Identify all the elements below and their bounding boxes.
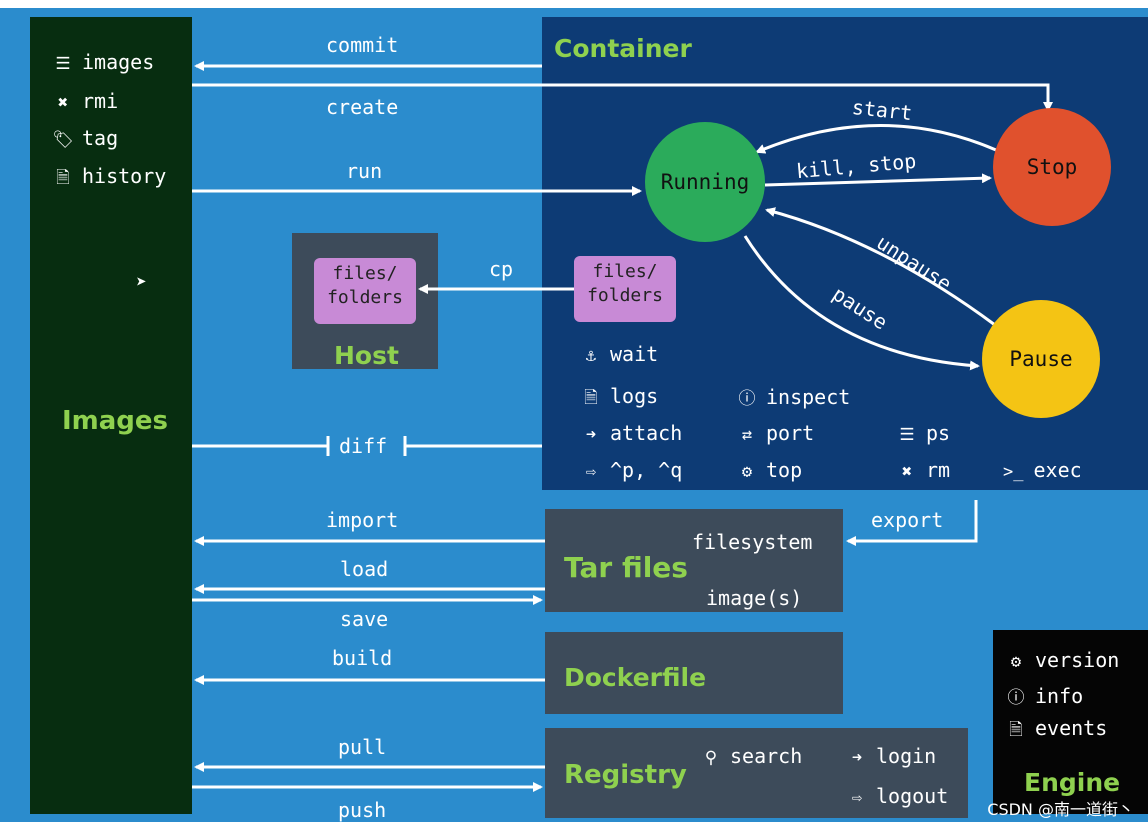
info-icon: ⓘ	[738, 389, 756, 409]
tar-filesystem-label: filesystem	[692, 530, 813, 554]
top-command: ⚙top	[736, 458, 802, 482]
registry-title: Registry	[564, 760, 687, 790]
port-command: ⇄port	[736, 421, 814, 445]
export-arrow	[846, 500, 978, 546]
list-icon: ☰	[55, 54, 71, 74]
login-command: ➜login	[846, 744, 936, 768]
document-icon: 🗎	[1009, 720, 1023, 740]
engine-title: Engine	[1024, 768, 1121, 797]
ps-command: ☰ps	[896, 421, 950, 445]
engine-panel	[993, 630, 1148, 814]
run-label: run	[346, 159, 383, 183]
build-label: build	[332, 646, 393, 670]
images-command: ☰images	[52, 50, 154, 74]
info-icon: ⓘ	[1007, 688, 1025, 708]
save-label: save	[340, 607, 389, 631]
state-running: Running	[645, 122, 765, 242]
sign-in-icon: ➜	[585, 425, 597, 445]
state-stop: Stop	[993, 108, 1111, 226]
exec-command: >_exec	[1003, 458, 1082, 482]
list-icon: ☰	[899, 425, 915, 445]
events-command: 🗎events	[1005, 716, 1107, 746]
pause-arrow	[743, 235, 980, 371]
terminal-icon: >_	[1003, 462, 1024, 482]
export-label: export	[871, 508, 944, 532]
dockerfile-panel	[545, 632, 843, 714]
registry-panel	[545, 728, 968, 818]
gear-icon: ⚙	[1010, 652, 1022, 672]
tar-files-panel	[545, 509, 843, 612]
images-panel	[30, 17, 192, 814]
detach-command: ⇨^p, ^q	[580, 458, 682, 482]
tag-icon: 🏷	[52, 130, 74, 150]
create-arrow	[192, 83, 1053, 112]
tag-command: 🏷tag	[52, 126, 119, 150]
images-title: Images	[62, 406, 169, 436]
close-icon: ✖	[57, 93, 69, 113]
push-label: push	[338, 798, 387, 822]
mouse-cursor-icon: ➤	[136, 272, 147, 293]
sign-out-icon: ⇨	[585, 462, 597, 482]
anchor-icon: ⚓	[585, 346, 597, 366]
host-title: Host	[334, 341, 399, 370]
pull-label: pull	[338, 735, 387, 759]
diff-label: diff	[339, 434, 388, 458]
search-command: ⚲search	[700, 744, 802, 768]
rm-command: ✖rm	[896, 458, 950, 482]
logout-command: ⇨logout	[846, 784, 948, 808]
history-command: 🗎history	[52, 164, 166, 194]
tar-images-label: image(s)	[706, 586, 803, 610]
sign-in-icon: ➜	[851, 748, 863, 768]
host-files-folders: files/folders	[314, 258, 416, 324]
tar-files-title: Tar files	[564, 551, 688, 584]
attach-command: ➜attach	[580, 421, 682, 445]
document-icon: 🗎	[584, 388, 598, 408]
kill-stop-arrow	[764, 173, 992, 187]
start-arrow	[755, 124, 997, 154]
document-icon: 🗎	[56, 168, 70, 188]
version-command: ⚙version	[1005, 648, 1119, 672]
cp-label: cp	[489, 257, 514, 281]
close-icon: ✖	[901, 462, 913, 482]
gears-icon: ⚙	[741, 462, 753, 482]
import-label: import	[326, 508, 399, 532]
rmi-command: ✖rmi	[52, 89, 118, 113]
wait-command: ⚓wait	[580, 342, 658, 366]
sign-out-icon: ⇨	[851, 788, 863, 808]
logs-command: 🗎logs	[580, 384, 658, 414]
watermark: CSDN @南一道街丶	[987, 800, 1134, 819]
state-pause: Pause	[982, 300, 1100, 418]
create-label: create	[326, 95, 399, 119]
commit-label: commit	[326, 33, 399, 57]
dockerfile-title: Dockerfile	[564, 663, 707, 692]
unpause-arrow	[765, 207, 996, 327]
exchange-icon: ⇄	[741, 425, 753, 445]
container-title: Container	[554, 34, 692, 63]
search-icon: ⚲	[704, 748, 718, 768]
load-label: load	[340, 557, 389, 581]
container-files-folders: files/folders	[574, 256, 676, 322]
